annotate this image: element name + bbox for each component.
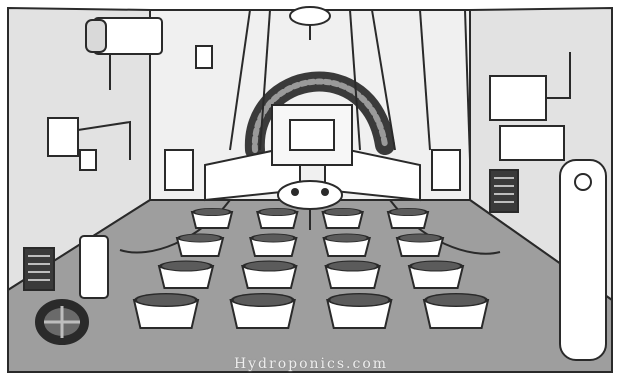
humidifier bbox=[80, 236, 108, 298]
floor-fan-icon bbox=[36, 300, 88, 344]
plant-pot bbox=[397, 234, 443, 257]
co2-tank bbox=[560, 160, 606, 360]
fan-box bbox=[272, 105, 352, 165]
plant-pot bbox=[257, 208, 297, 228]
watermark: Hydroponics.com bbox=[0, 356, 622, 372]
vent-grille-left bbox=[24, 248, 54, 290]
plant-pot bbox=[409, 261, 463, 289]
plant-pot bbox=[326, 261, 380, 289]
plant-pot bbox=[323, 208, 363, 228]
plant-pot bbox=[327, 293, 391, 328]
plant-pot bbox=[324, 234, 370, 257]
reservoir-right bbox=[432, 150, 460, 190]
plant-pot bbox=[388, 208, 428, 228]
reservoir-left bbox=[165, 150, 193, 190]
plant-pot bbox=[231, 293, 295, 328]
plant-pot bbox=[159, 261, 213, 289]
vent-grille-right bbox=[490, 170, 518, 212]
plant-pot bbox=[192, 208, 232, 228]
plant-pot bbox=[242, 261, 296, 289]
plant-pot bbox=[250, 234, 296, 257]
wall-outlet-icon bbox=[196, 46, 212, 68]
plant-pot bbox=[134, 293, 198, 328]
plant-pot bbox=[424, 293, 488, 328]
plant-pot bbox=[177, 234, 223, 257]
